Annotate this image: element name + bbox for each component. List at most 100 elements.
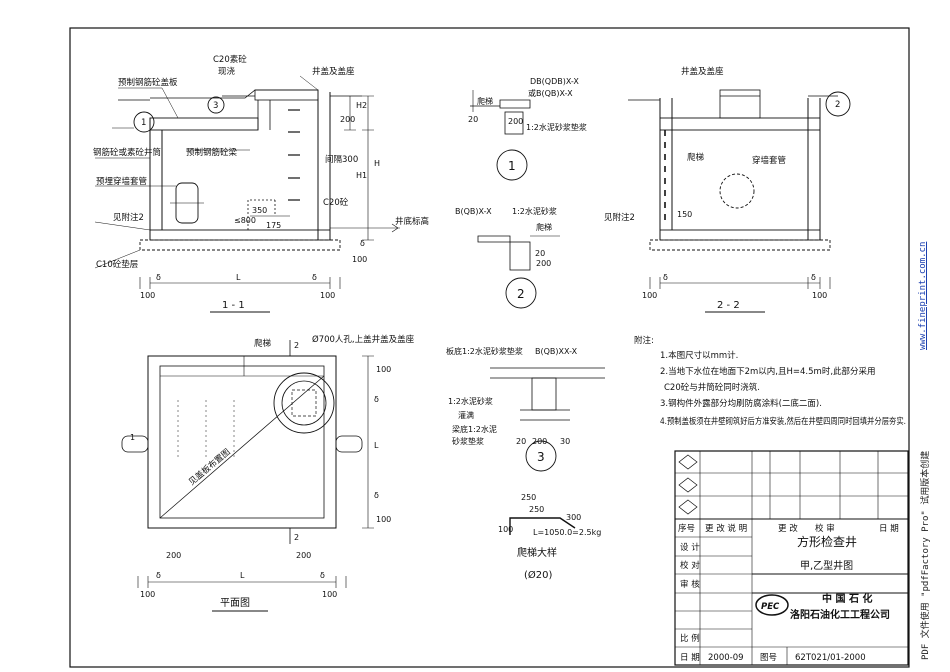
detail1-d200: 200 [508, 117, 523, 126]
dim-h2: H2 [356, 101, 367, 110]
note-2b: C20砼与井筒砼同时浇筑. [664, 382, 760, 393]
s22-d100b: 100 [812, 291, 827, 300]
detail3-slab-mortar: 板底1:2水泥砂浆垫浆 [446, 346, 523, 356]
detail2-d200: 200 [536, 259, 551, 268]
detail3-number: 3 [537, 450, 545, 464]
note-4: 4.预制盖板须在井壁砌筑好后方准安装,然后在井壁四周同时回填并分层夯实. [660, 416, 906, 427]
s22-cover-seat: 井盖及盖座 [681, 66, 724, 77]
s22-wall-sleeve: 穿墙套管 [752, 155, 786, 166]
detail2-d20: 20 [535, 249, 545, 258]
tb-date-value: 2000-09 [708, 653, 744, 663]
ladder-rungs [288, 109, 300, 201]
plan-L-v: L [374, 441, 379, 450]
s22-d150: 150 [677, 210, 692, 219]
tb-hdr-no: 序号 [678, 523, 695, 534]
title-block [674, 450, 909, 666]
dim-h1: H1 [356, 171, 367, 180]
plan-d100c: 100 [140, 590, 155, 599]
ladder-detail [509, 517, 576, 535]
plan-delta-h2: δ [320, 571, 325, 580]
detail3-d20: 20 [516, 437, 526, 446]
s22-see-note-2: 见附注2 [604, 212, 635, 223]
tb-drawing-no-label: 图号 [760, 653, 777, 663]
section-2-2-title: 2 - 2 [717, 300, 740, 311]
detail2-mortar: 1:2水泥砂浆 [512, 206, 557, 216]
label-precast-slab: 预制钢筋砼盖板 [118, 77, 178, 88]
plan-delta-h1: δ [156, 571, 161, 580]
label-well-bottom: 井底标高 [395, 216, 429, 227]
ladder-d100: 100 [498, 525, 513, 534]
detail3-mortar1: 1:2水泥砂浆 [448, 396, 493, 406]
tb-role-approve: 审 核 [680, 579, 700, 590]
dim-L-a: L [236, 273, 241, 282]
dim-le800: ≤800 [234, 216, 256, 225]
tb-drawing-subtitle: 甲,乙型井图 [800, 559, 853, 572]
label-cover-seat-1: 井盖及盖座 [312, 66, 355, 77]
detail2-ladder: 爬梯 [536, 222, 552, 232]
note-2: 2.当地下水位在地面下2m以内,且H=4.5m时,此部分采用 [660, 366, 876, 377]
detail-1 [470, 90, 531, 181]
section-2-2 [628, 89, 851, 313]
dim-100-b: 100 [320, 291, 335, 300]
plan-d200a: 200 [166, 551, 181, 560]
plan-d100a: 100 [376, 365, 391, 374]
tb-role-design: 设 计 [680, 542, 700, 553]
detail-3 [490, 367, 605, 472]
detail2-number: 2 [517, 287, 525, 301]
ladder-d300: 300 [566, 513, 581, 522]
s22-callout-2: 2 [835, 100, 840, 110]
ladder-formula: L=1050.0=2.5kg [533, 528, 601, 537]
ladder-d250b: 250 [529, 505, 544, 514]
plan-L-h: L [240, 571, 245, 580]
pdf-watermark: PDF 文件使用 "pdfFactory Pro" 试用版本创建 www.fin… [918, 242, 931, 660]
label-c10-bedding: C10砼垫层 [96, 259, 138, 270]
ladder-title: 爬梯大样 [517, 546, 557, 559]
tb-date-label: 日 期 [680, 653, 700, 663]
detail3-d200: 200 [532, 437, 547, 446]
section-1-1-title: 1 - 1 [222, 300, 245, 311]
watermark-url[interactable]: www.fineprint.com.cn [918, 241, 928, 350]
dim-h: H [374, 159, 380, 168]
s22-delta-b: δ [811, 273, 816, 282]
ladder-subtitle: (Ø20) [524, 569, 552, 581]
ladder-d250a: 250 [521, 493, 536, 502]
tb-company-1: 中 国 石 化 [822, 592, 872, 605]
tb-role-check: 校 对 [680, 560, 700, 571]
plan-d200b: 200 [296, 551, 311, 560]
detail3-beam-mortar: 梁底1:2水泥 [452, 424, 497, 434]
notes-heading: 附注: [634, 335, 654, 346]
callout-3: 3 [213, 101, 218, 111]
tb-hdr-date: 日 期 [879, 524, 899, 534]
detail1-code1: DB(QDB)X-X [530, 77, 579, 86]
tb-hdr-change: 更 改 [778, 523, 798, 534]
detail3-mortar-pad: 砂浆垫浆 [452, 436, 484, 446]
tb-scale-label: 比 例 [680, 633, 700, 644]
tb-company-2: 洛阳石油化工工程公司 [790, 608, 890, 621]
detail1-code2: 或B(QB)X-X [528, 88, 573, 98]
label-c20-concrete: C20砼 [323, 197, 349, 208]
dim-200-a: 200 [340, 115, 355, 124]
plan-ladder: 爬梯 [254, 338, 272, 349]
sheet-border [69, 27, 910, 668]
plan-delta-v: δ [374, 395, 379, 404]
tb-hdr-desc: 更 改 说 明 [705, 523, 747, 534]
label-cast-in-place: 现浇 [218, 66, 236, 77]
note-1: 1.本图尺寸以mm计. [660, 350, 738, 361]
callout-1: 1 [141, 118, 146, 128]
tb-drawing-no: 62T021/01-2000 [795, 653, 866, 663]
tb-drawing-name: 方形检查井 [797, 534, 857, 549]
detail3-code: B(QB)XX-X [535, 347, 578, 356]
detail1-ladder: 爬梯 [477, 96, 493, 106]
dim-175: 175 [266, 221, 281, 230]
label-embedded-sleeve: 预埋穿墙套管 [96, 176, 147, 187]
note-3: 3.钢构件外露部分均刷防腐涂料(二底二面). [660, 398, 822, 409]
dim-100-c: 100 [352, 255, 367, 264]
label-see-note-2-a: 见附注2 [113, 212, 144, 223]
dim-350: 350 [252, 206, 267, 215]
detail1-number: 1 [508, 159, 516, 173]
s22-ladder: 爬梯 [687, 152, 705, 163]
dim-delta-b: δ [312, 273, 317, 282]
detail1-mortar: 1:2水泥砂浆垫浆 [526, 122, 587, 132]
label-rc-shaft: 钢筋砼或素砼井筒 [93, 147, 161, 158]
